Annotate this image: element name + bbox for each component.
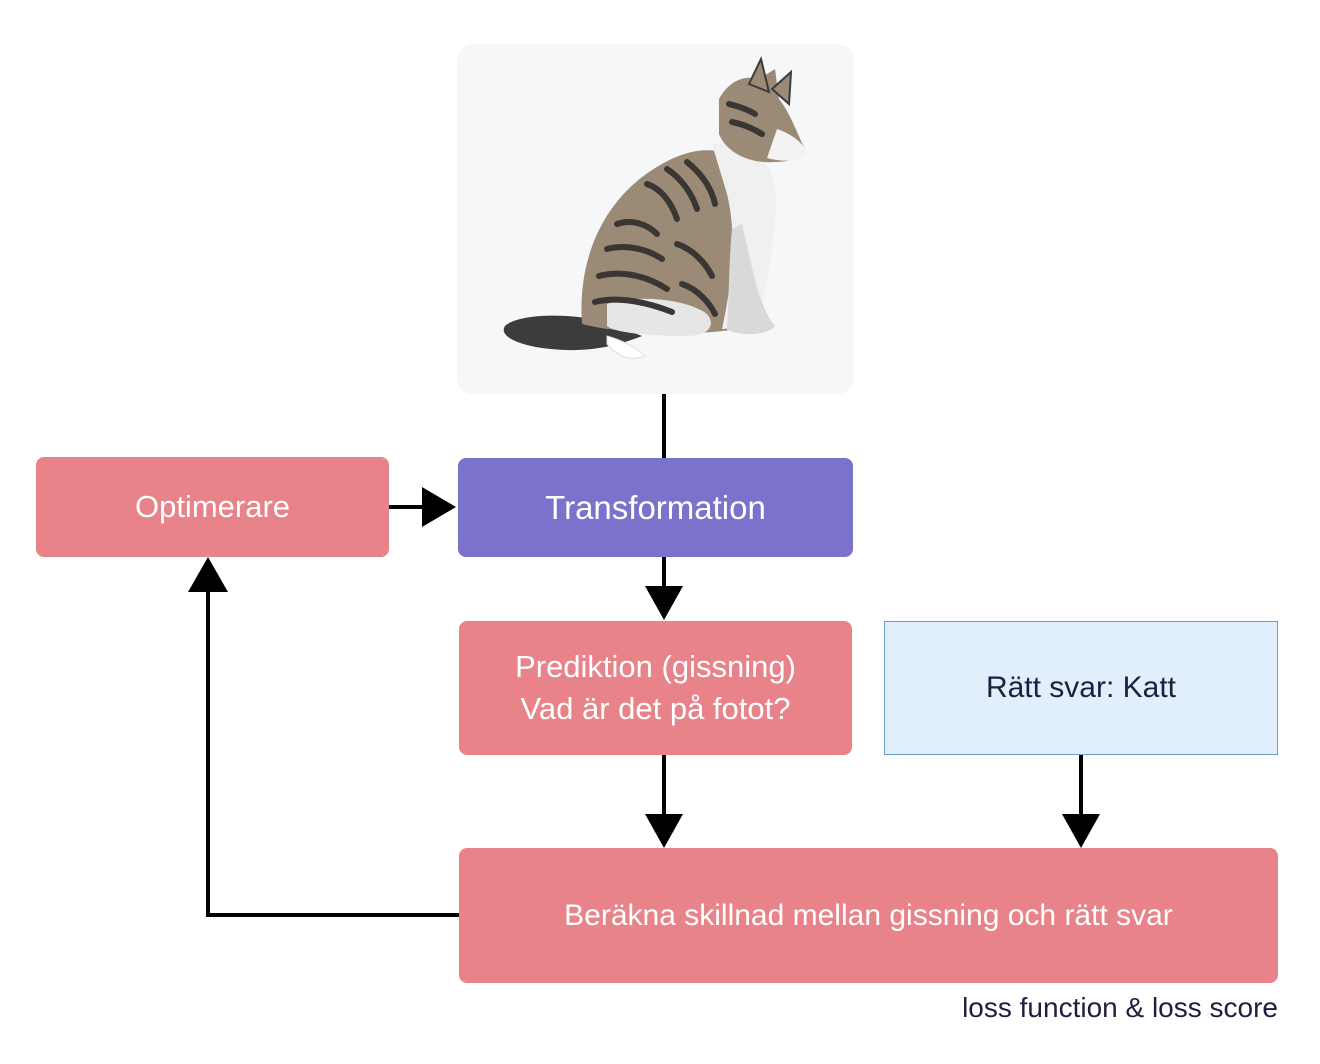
cat-hind-leg — [607, 298, 711, 336]
correct-answer-box: Rätt svar: Katt — [884, 621, 1278, 755]
transformation-box: Transformation — [458, 458, 853, 557]
cat-stripes — [592, 101, 765, 317]
prediction-box: Prediktion (gissning) Vad är det på foto… — [459, 621, 852, 755]
transformation-label: Transformation — [545, 488, 766, 526]
cat-body — [581, 150, 764, 334]
cat-ear-right — [770, 69, 793, 107]
correct-answer-label: Rätt svar: Katt — [985, 671, 1177, 704]
cat-tail-tip — [606, 335, 646, 359]
arrowhead-prediktion-berakna — [645, 814, 683, 848]
optimizer-label: Optimerare — [134, 489, 291, 524]
cat-front-leg — [727, 224, 775, 335]
prediction-label-line1: Prediktion (gissning) — [515, 649, 796, 684]
prediction-label-line2: Vad är det på fotot? — [520, 691, 791, 726]
arrowhead-berakna-optimerare — [188, 557, 228, 592]
connector-berakna-optimerare — [206, 592, 459, 917]
loss-function-caption: loss function & loss score — [962, 992, 1278, 1023]
cat-ear-left — [747, 56, 771, 94]
optimizer-box: Optimerare — [36, 457, 389, 557]
arrowhead-transformation-prediktion — [645, 586, 683, 620]
arrowhead-ratt-berakna — [1062, 814, 1100, 848]
compute-difference-label: Beräkna skillnad mellan gissning och rät… — [564, 898, 1173, 932]
arrowhead-optimerare-transformation — [422, 487, 456, 527]
cat-image-panel — [457, 44, 854, 394]
cat-illustration — [503, 56, 807, 359]
compute-difference-box: Beräkna skillnad mellan gissning och rät… — [459, 848, 1278, 983]
cat-muzzle — [767, 129, 807, 161]
